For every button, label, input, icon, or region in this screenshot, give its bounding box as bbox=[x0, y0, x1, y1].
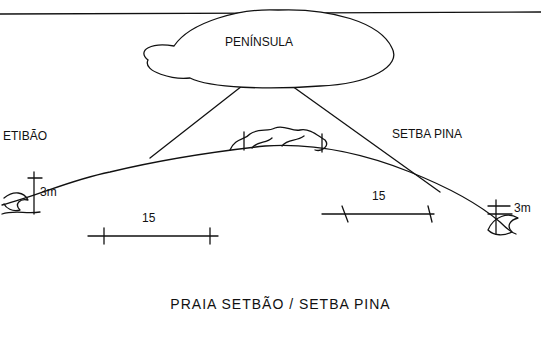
vegetation bbox=[230, 127, 327, 151]
place-name: PENÍNSULA bbox=[225, 36, 293, 49]
dimension-label: 15 bbox=[372, 190, 385, 203]
dimension-tick bbox=[428, 206, 432, 222]
dimension-line bbox=[322, 213, 434, 214]
post bbox=[321, 134, 322, 152]
place-name: ETIBÃO bbox=[3, 130, 47, 143]
dimension-label: 3m bbox=[514, 202, 531, 215]
wave bbox=[4, 193, 28, 211]
caption: PRAIA SETBÃO / SETBA PINA bbox=[170, 296, 390, 312]
peninsula-outline bbox=[144, 10, 394, 88]
peninsula-shape: PENÍNSULA bbox=[118, 2, 400, 90]
dimension-tick bbox=[209, 228, 210, 244]
view-line bbox=[150, 86, 242, 158]
dimension-label: 15 bbox=[142, 212, 155, 225]
dimension-label: 3m bbox=[40, 186, 57, 199]
dimension-line bbox=[495, 200, 496, 234]
place-name: SETBA PINA bbox=[392, 128, 462, 141]
wave bbox=[488, 215, 518, 234]
hill-profile bbox=[2, 145, 516, 234]
post bbox=[243, 132, 244, 150]
dimension-tick bbox=[28, 177, 42, 178]
vegetation bbox=[252, 136, 304, 148]
dimension-tick bbox=[342, 206, 348, 222]
dimension-line bbox=[88, 235, 218, 236]
dimension-tick bbox=[488, 213, 512, 214]
dimension-tick bbox=[488, 205, 510, 206]
dimension-tick bbox=[103, 228, 104, 244]
